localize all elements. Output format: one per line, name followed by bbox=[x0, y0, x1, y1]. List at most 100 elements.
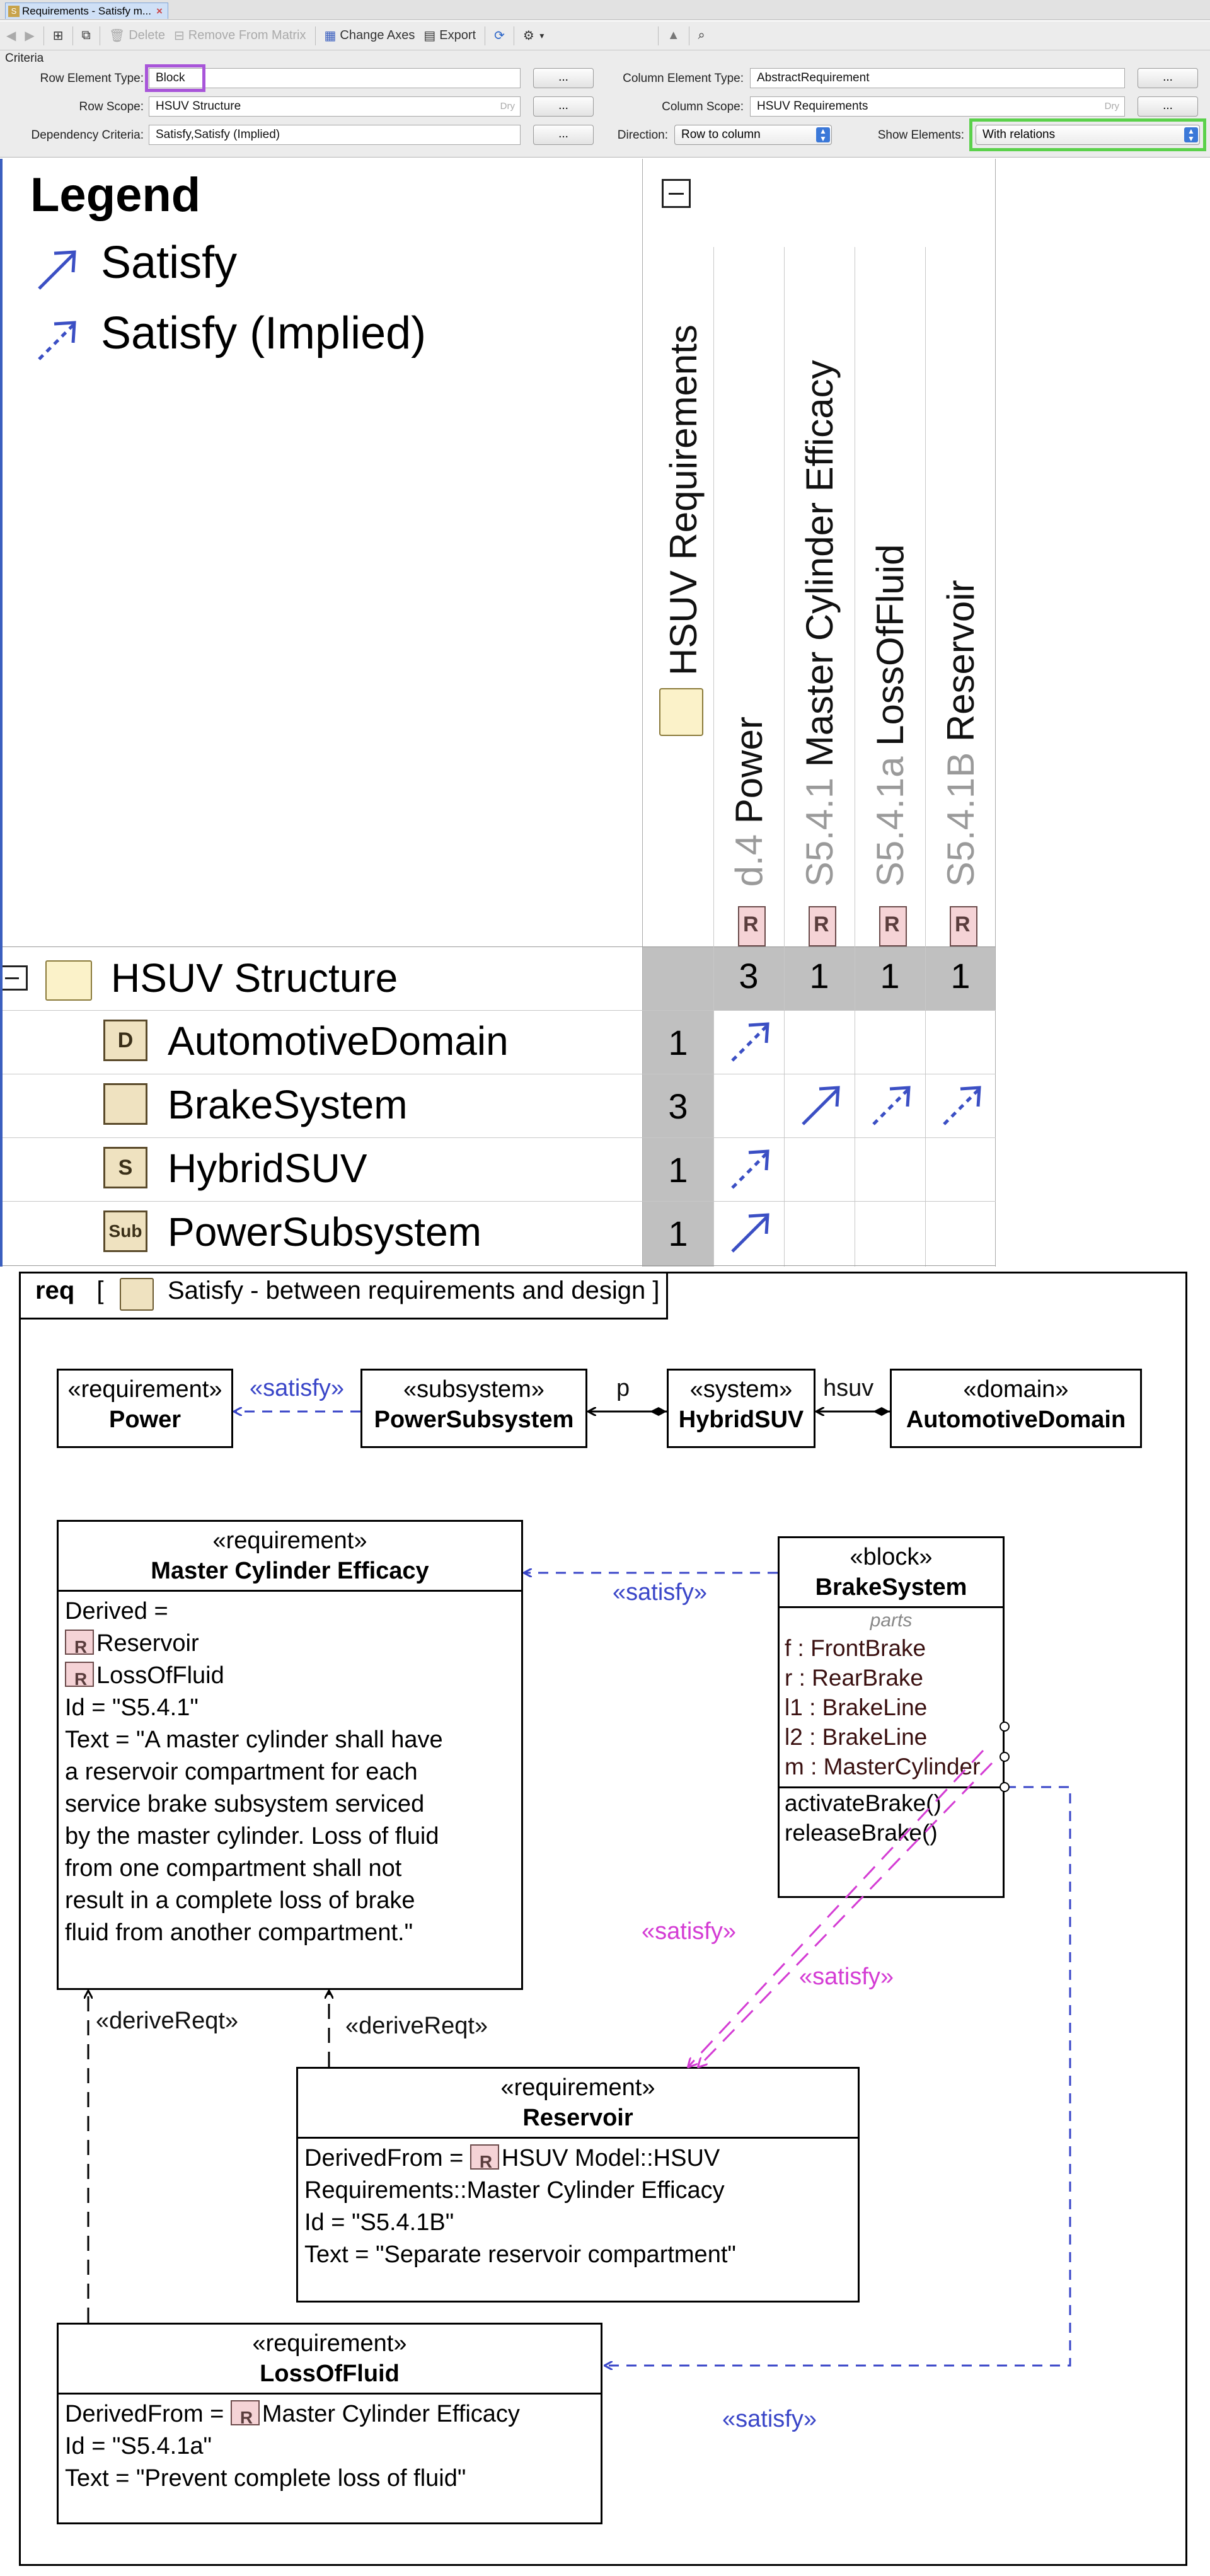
subsystem-powersubsystem[interactable]: «subsystem» PowerSubsystem bbox=[360, 1369, 587, 1448]
column-scope-browse-button[interactable]: ... bbox=[1138, 96, 1198, 117]
column-element-type-field[interactable]: AbstractRequirement bbox=[750, 68, 1125, 88]
direction-select[interactable]: Row to column ▲▼ bbox=[674, 125, 832, 145]
hierarchy-icon[interactable]: ⊞ bbox=[52, 29, 64, 43]
legend-title: Legend bbox=[30, 168, 201, 222]
requirement-reservoir[interactable]: «requirement» Reservoir DerivedFrom = HS… bbox=[296, 2067, 860, 2303]
column-header-lossoffluid[interactable]: S5.4.1a LossOfFluid bbox=[868, 544, 913, 946]
dependency-criteria-field[interactable]: Satisfy,Satisfy (Implied) bbox=[149, 125, 521, 145]
matrix-cell[interactable] bbox=[784, 1010, 855, 1074]
collapse-columns-icon[interactable] bbox=[662, 179, 691, 208]
dependency-matrix: Legend Satisfy Satisfy (Implied) HSUV Re… bbox=[0, 159, 996, 1267]
matrix-cell[interactable] bbox=[713, 1201, 784, 1265]
row-label-automotivedomain[interactable]: AutomotiveDomain bbox=[168, 1018, 509, 1064]
text-line: Text = "A master cylinder shall have bbox=[65, 1727, 443, 1753]
part-item: f : FrontBrake bbox=[785, 1635, 926, 1661]
export-button[interactable]: ▤Export bbox=[424, 28, 476, 43]
column-header-reservoir[interactable]: S5.4.1B Reservoir bbox=[939, 580, 984, 946]
dependency-criteria-browse-button[interactable]: ... bbox=[533, 125, 594, 145]
role-label-hsuv: hsuv bbox=[823, 1375, 874, 1401]
row-total: 1 bbox=[668, 1023, 688, 1062]
column-total: 3 bbox=[739, 956, 759, 996]
row-label-powersubsystem[interactable]: PowerSubsystem bbox=[168, 1209, 481, 1255]
matrix-cell[interactable] bbox=[855, 1137, 925, 1201]
parts-label: parts bbox=[870, 1610, 913, 1631]
system-hybridsuv[interactable]: «system» HybridSUV bbox=[667, 1369, 815, 1448]
operation-item: activateBrake() bbox=[785, 1790, 942, 1816]
column-group-label: HSUV Requirements bbox=[662, 325, 705, 676]
change-axes-button[interactable]: ▦Change Axes bbox=[325, 28, 415, 43]
matrix-cell[interactable] bbox=[855, 1074, 925, 1137]
matrix-cell[interactable] bbox=[713, 1137, 784, 1201]
matrix-cell[interactable] bbox=[784, 1201, 855, 1265]
column-name: LossOfFluid bbox=[869, 544, 911, 746]
refresh-icon[interactable]: ⟳ bbox=[494, 29, 505, 43]
back-icon[interactable]: ◀ bbox=[6, 29, 16, 43]
compartment-divider bbox=[59, 2393, 601, 2395]
row-scope-field[interactable]: HSUV Structure Dry bbox=[149, 96, 521, 117]
stereotype: «block» bbox=[850, 1544, 933, 1570]
satisfy-label: «satisfy» bbox=[613, 1579, 707, 1606]
matrix-cell[interactable] bbox=[855, 1010, 925, 1074]
matrix-cell[interactable] bbox=[925, 1137, 996, 1201]
matrix-cell[interactable] bbox=[925, 1201, 996, 1265]
satisfy-implied-arrow-icon bbox=[943, 1086, 981, 1125]
derived-from-label: DerivedFrom = bbox=[65, 2401, 224, 2427]
updown-chevron-icon: ▲▼ bbox=[1184, 127, 1198, 142]
column-header-power[interactable]: d.4 Power bbox=[727, 716, 772, 946]
matrix-toolbar: ◀ ▶ ⊞ ⧉ 🗑Delete ⊟Remove From Matrix ▦Cha… bbox=[0, 21, 1210, 50]
remove-from-matrix-button[interactable]: ⊟Remove From Matrix bbox=[174, 28, 306, 43]
requirement-icon bbox=[809, 906, 837, 946]
close-tab-icon[interactable]: × bbox=[156, 5, 163, 17]
column-element-type-browse-button[interactable]: ... bbox=[1138, 68, 1198, 88]
row-label-hybridsuv[interactable]: HybridSUV bbox=[168, 1146, 367, 1191]
row-element-type-label: Row Element Type: bbox=[40, 72, 144, 85]
row-element-type-browse-button[interactable]: ... bbox=[533, 68, 594, 88]
matrix-cell[interactable] bbox=[784, 1074, 855, 1137]
block-brakesystem[interactable]: «block» BrakeSystem parts f : FrontBrake… bbox=[778, 1536, 1005, 1898]
requirement-power[interactable]: «requirement» Power bbox=[57, 1369, 233, 1448]
tab-requirements-satisfy[interactable]: S Requirements - Satisfy m... × bbox=[5, 3, 168, 19]
folder-icon bbox=[659, 688, 703, 736]
show-elements-select[interactable]: With relations ▲▼ bbox=[976, 125, 1200, 145]
column-header-master-cylinder-efficacy[interactable]: S5.4.1 Master Cylinder Efficacy bbox=[798, 360, 843, 946]
text-line: service brake subsystem serviced bbox=[65, 1791, 425, 1817]
delete-label: Delete bbox=[129, 28, 166, 42]
column-scope-field[interactable]: HSUV Requirements Dry bbox=[750, 96, 1125, 117]
collapse-up-icon[interactable]: ▲ bbox=[667, 28, 680, 42]
delete-button[interactable]: 🗑Delete bbox=[109, 28, 165, 43]
matrix-cell[interactable] bbox=[925, 1010, 996, 1074]
stereotype: «requirement» bbox=[252, 2330, 407, 2357]
matrix-cell[interactable] bbox=[925, 1074, 996, 1137]
settings-dropdown[interactable]: ⚙▼ bbox=[523, 28, 546, 43]
requirement-lossoffluid[interactable]: «requirement» LossOfFluid DerivedFrom = … bbox=[57, 2323, 602, 2524]
legend-divider bbox=[642, 159, 643, 1267]
row-scope-browse-button[interactable]: ... bbox=[533, 96, 594, 117]
row-label-brakesystem[interactable]: BrakeSystem bbox=[168, 1082, 408, 1127]
collapse-rows-icon[interactable] bbox=[3, 965, 28, 991]
domain-automotivedomain[interactable]: «domain» AutomotiveDomain bbox=[890, 1369, 1142, 1448]
text-line: by the master cylinder. Loss of fluid bbox=[65, 1823, 439, 1849]
forward-icon[interactable]: ▶ bbox=[25, 29, 35, 43]
criteria-panel: Criteria Row Element Type: Block ... Row… bbox=[0, 50, 1210, 158]
matrix-cell[interactable] bbox=[855, 1201, 925, 1265]
derived-item: LossOfFluid bbox=[65, 1660, 515, 1695]
requirement-icon bbox=[950, 906, 978, 946]
matrix-cell[interactable] bbox=[713, 1074, 784, 1137]
matrix-cell[interactable] bbox=[784, 1137, 855, 1201]
row-group-label: HSUV Structure bbox=[111, 955, 398, 1001]
element-name: Power bbox=[108, 1406, 182, 1433]
add-element-icon[interactable]: ⧉ bbox=[81, 28, 91, 42]
requirement-properties: DerivedFrom = Master Cylinder Efficacy I… bbox=[59, 2395, 601, 2498]
requirement-icon bbox=[65, 1630, 94, 1663]
derived-label: Derived = bbox=[65, 1598, 168, 1624]
satisfy-arrow-icon bbox=[38, 250, 76, 290]
derived-from-label: DerivedFrom = bbox=[304, 2145, 464, 2171]
text-line: result in a complete loss of brake bbox=[65, 1887, 415, 1914]
frame-title: Satisfy - between requirements and desig… bbox=[168, 1277, 660, 1304]
row-element-type-field[interactable]: Block bbox=[149, 68, 521, 88]
matrix-cell[interactable] bbox=[713, 1010, 784, 1074]
operations-list: activateBrake() releaseBrake() bbox=[780, 1788, 1003, 1848]
requirement-master-cylinder-efficacy[interactable]: «requirement» Master Cylinder Efficacy D… bbox=[57, 1520, 523, 1990]
axes-icon: ▦ bbox=[324, 29, 337, 43]
search-icon[interactable]: ⌕ bbox=[698, 28, 705, 42]
